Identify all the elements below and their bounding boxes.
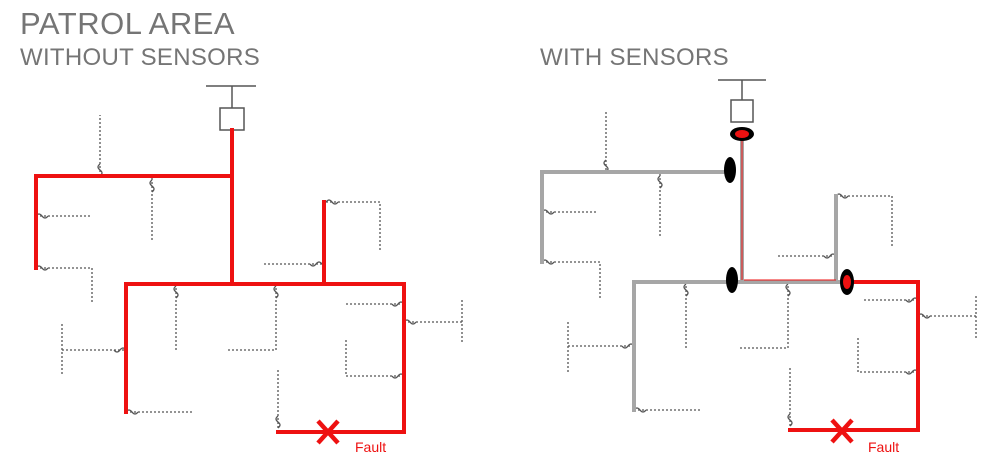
right-panel-subtitle: WITH SENSORS: [540, 44, 729, 71]
fuse-symbol: [683, 283, 689, 297]
fuse-symbol: [149, 179, 155, 193]
feeder-branch-west: [540, 170, 732, 264]
lateral-line: [836, 195, 893, 248]
fuse-symbol: [657, 175, 663, 189]
right-panel: Fault: [540, 79, 977, 455]
feeder-branch-west: [34, 174, 234, 270]
feeder-faulted-section: [788, 280, 920, 432]
left-feeder: [34, 128, 406, 434]
left-fault-marker: [316, 419, 340, 445]
lateral-line: [345, 338, 404, 377]
right-feeder-excluded: [540, 132, 848, 412]
lateral-line: [226, 284, 277, 351]
lateral-line: [36, 267, 93, 304]
fuse-symbol: [309, 261, 323, 267]
left-substation-icon: [206, 85, 256, 131]
left-laterals: [36, 115, 463, 432]
sensor-icon-tripped: [840, 269, 854, 295]
right-substation-icon: [718, 79, 766, 123]
right-fault-marker: [830, 418, 854, 444]
fuse-symbol: [275, 415, 281, 429]
feeder-main-loop: [124, 282, 406, 434]
right-sensors: [724, 127, 854, 295]
left-panel: Fault: [34, 85, 463, 455]
sensor-icon-tripped: [730, 127, 754, 141]
lateral-line: [738, 282, 789, 349]
right-laterals: [542, 110, 977, 430]
fuse-symbol: [787, 413, 793, 427]
sensor-icon: [726, 267, 738, 293]
left-panel-subtitle: WITHOUT SENSORS: [20, 44, 261, 71]
lateral-line: [857, 336, 918, 373]
left-fault-label: Fault: [355, 439, 386, 455]
feeder-main-loop-west: [632, 280, 848, 412]
left-fuses: [35, 163, 417, 429]
lateral-line: [326, 201, 381, 252]
fuse-symbol: [173, 285, 179, 299]
fuse-symbol: [273, 285, 279, 299]
fuse-symbol: [785, 283, 791, 297]
fuse-symbol: [325, 199, 339, 205]
sensor-icon: [724, 157, 736, 183]
diagram-title: PATROL AREA: [20, 6, 236, 41]
right-feeder-patrol: [788, 280, 920, 432]
right-fault-label: Fault: [868, 439, 899, 455]
lateral-line: [542, 261, 601, 300]
